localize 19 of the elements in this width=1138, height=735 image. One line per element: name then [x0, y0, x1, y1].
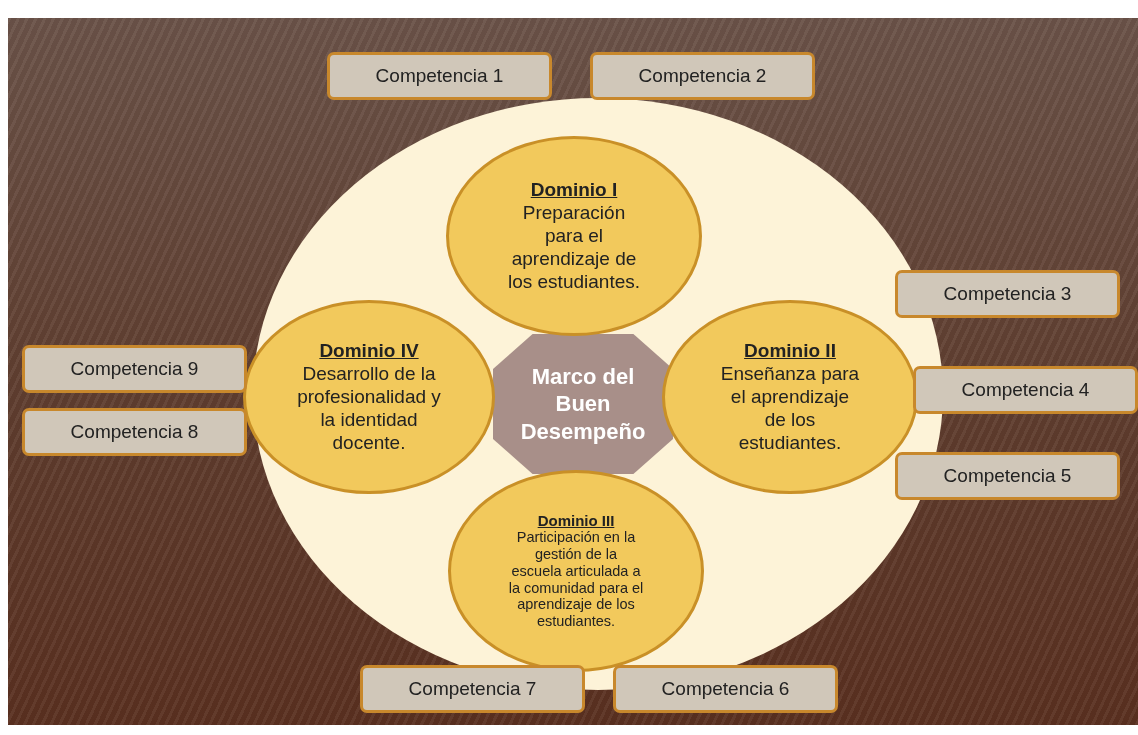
domain-description: Preparación para el aprendizaje de los estudiantes.: [507, 200, 641, 294]
domain-description: Enseñanza para el aprendizaje de los estudiantes.: [720, 361, 860, 455]
competency-box: Competencia 1: [327, 52, 552, 100]
domain-description: Participación en la gestión de la escuela articulada a la comunidad para el aprendizaje de los estudiantes.: [508, 529, 644, 630]
center-shape: [493, 334, 673, 474]
competency-box: Competencia 5: [895, 452, 1120, 500]
domain-heading: Dominio II: [744, 339, 836, 362]
center-title: Marco del Buen Desempeño: [519, 362, 647, 446]
competency-box: Competencia 7: [360, 665, 585, 713]
competency-box: Competencia 4: [913, 366, 1138, 414]
domain-heading: Dominio I: [530, 178, 618, 201]
competency-box: Competencia 9: [22, 345, 247, 393]
competency-box: Competencia 3: [895, 270, 1120, 318]
competency-box: Competencia 6: [613, 665, 838, 713]
domain-heading: Dominio IV: [319, 339, 419, 362]
domain-heading: Dominio III: [537, 512, 615, 530]
domain-description: Desarrollo de la profesionalidad y la identidad docente.: [296, 361, 442, 455]
competency-box: Competencia 8: [22, 408, 247, 456]
competency-box: Competencia 2: [590, 52, 815, 100]
